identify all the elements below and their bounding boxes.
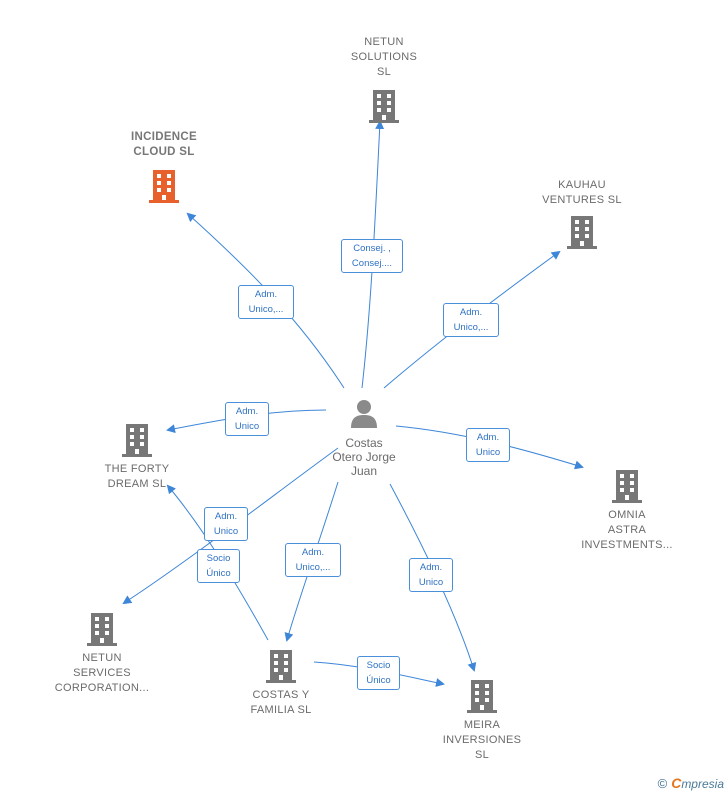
company-node-the-forty-dream[interactable]: THE FORTY DREAM SL	[87, 422, 187, 492]
company-name: KAUHAU VENTURES SL	[542, 179, 622, 206]
company-node-netun-services[interactable]: NETUN SERVICES CORPORATION...	[46, 611, 158, 696]
building-icon	[567, 216, 597, 249]
building-icon	[369, 90, 399, 123]
building-icon	[122, 424, 152, 457]
company-node-costas-y-familia[interactable]: COSTAS Y FAMILIA SL	[231, 648, 331, 718]
edge-label-familia-to-meira[interactable]: Socio Único	[357, 656, 400, 690]
edge-label-meira-inversiones[interactable]: Adm. Unico	[409, 558, 453, 592]
edge-label-netun-solutions[interactable]: Consej. , Consej....	[341, 239, 403, 273]
edge-label-the-forty-dream[interactable]: Adm. Unico	[225, 402, 269, 436]
company-node-omnia-astra[interactable]: OMNIA ASTRA INVESTMENTS...	[572, 468, 682, 553]
copyright-symbol: ©	[657, 776, 668, 791]
company-name: MEIRA INVERSIONES SL	[442, 719, 522, 761]
building-icon	[87, 613, 117, 646]
edge-label-netun-services[interactable]: Adm. Unico	[204, 507, 248, 541]
company-name: NETUN SOLUTIONS SL	[350, 36, 418, 78]
company-node-netun-solutions[interactable]: NETUN SOLUTIONS SL	[334, 35, 434, 124]
company-name: THE FORTY DREAM SL	[104, 463, 170, 490]
person-name: Costas Otero Jorge Juan	[332, 436, 396, 478]
company-name: OMNIA ASTRA INVESTMENTS...	[581, 509, 673, 551]
company-node-kauhau-ventures[interactable]: KAUHAU VENTURES SL	[527, 178, 637, 250]
edge-label-familia-to-forty[interactable]: Socio Único	[197, 549, 240, 583]
brand-initial: C	[671, 775, 682, 791]
company-name: INCIDENCE CLOUD SL	[131, 131, 197, 158]
building-icon	[467, 680, 497, 713]
building-icon	[612, 470, 642, 503]
company-name: NETUN SERVICES CORPORATION...	[54, 652, 150, 694]
person-icon	[351, 400, 377, 428]
edge-label-kauhau-ventures[interactable]: Adm. Unico,...	[443, 303, 499, 337]
company-name: COSTAS Y FAMILIA SL	[250, 689, 312, 716]
company-node-incidence-cloud[interactable]: INCIDENCE CLOUD SL	[114, 130, 214, 204]
edge-label-incidence-cloud[interactable]: Adm. Unico,...	[238, 285, 294, 319]
empresia-logo: ©Cmpresia	[658, 775, 724, 791]
company-node-meira-inversiones[interactable]: MEIRA INVERSIONES SL	[432, 678, 532, 763]
building-icon	[149, 170, 179, 203]
person-node[interactable]: Costas Otero Jorge Juan	[314, 398, 414, 478]
building-icon	[266, 650, 296, 683]
brand-name: mpresia	[681, 777, 724, 791]
edge-label-omnia-astra[interactable]: Adm. Unico	[466, 428, 510, 462]
edge-label-costas-y-familia[interactable]: Adm. Unico,...	[285, 543, 341, 577]
